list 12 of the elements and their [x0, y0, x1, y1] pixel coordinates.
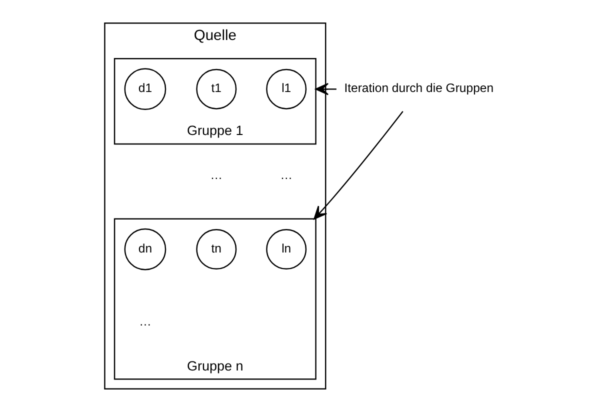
node-circle: ln [266, 229, 306, 270]
node-circle: tn [196, 229, 236, 270]
node-circle: t1 [196, 68, 236, 110]
label: … [210, 168, 222, 182]
node-text: Iteration durch die Gruppen [344, 81, 494, 96]
node-circle: d1 [124, 68, 166, 110]
node-circle: dn [124, 228, 166, 270]
arrow [313, 110, 403, 220]
label: … [280, 168, 292, 182]
label: … [138, 314, 151, 329]
node-circle: l1 [266, 68, 306, 110]
arrow [314, 82, 336, 96]
